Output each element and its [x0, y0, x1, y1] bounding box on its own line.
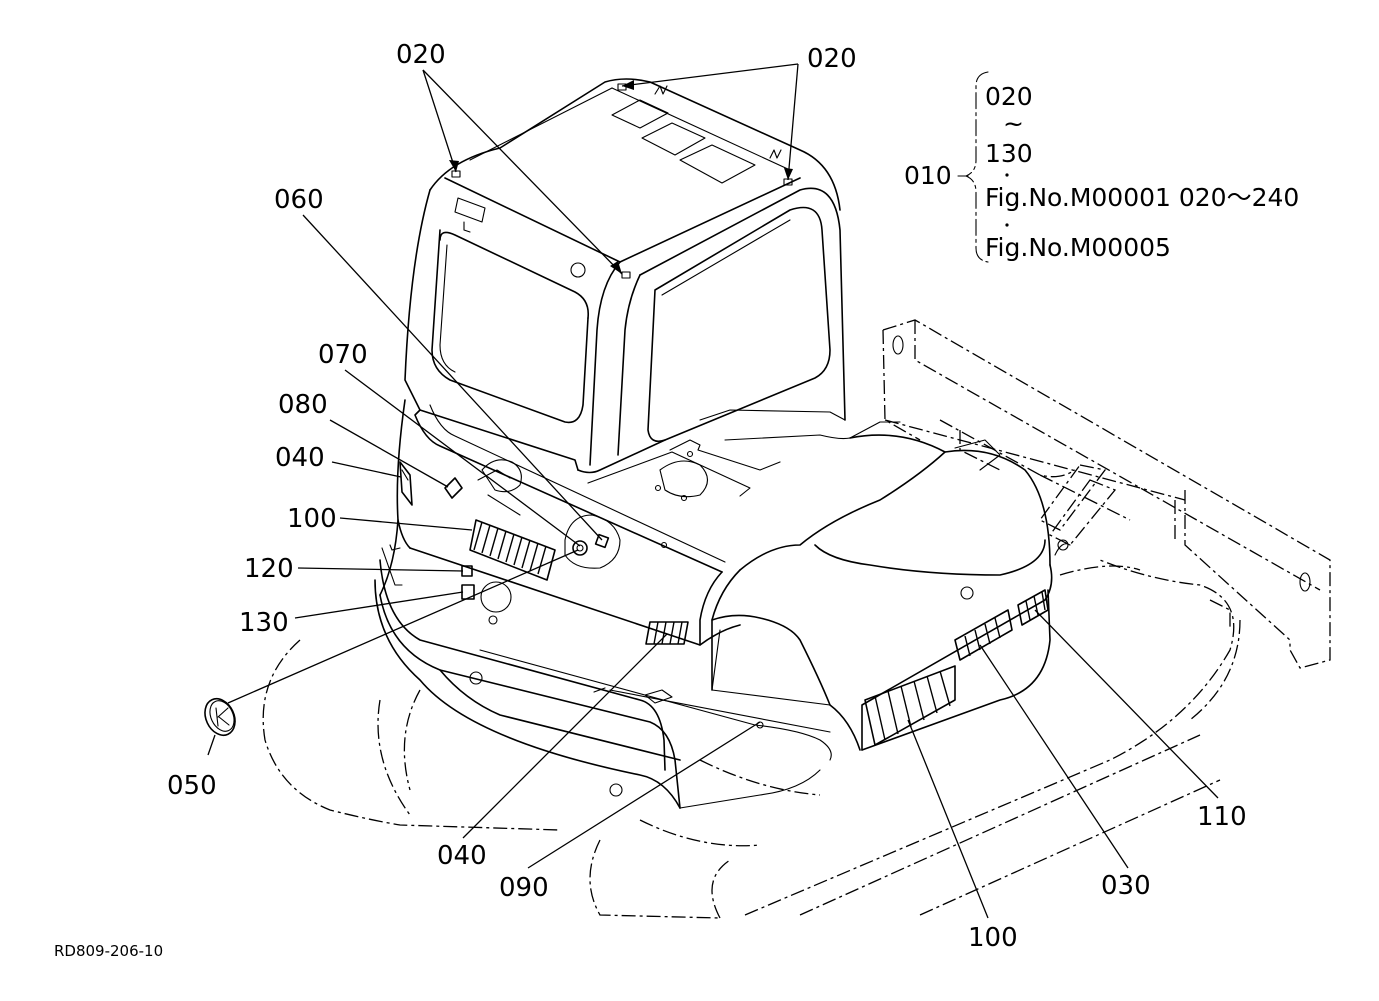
decal-040-front [645, 621, 689, 645]
callout-120: 120 [244, 554, 294, 584]
decal-100-front-left [469, 519, 556, 581]
callout-labels: 020 020 060 070 080 040 100 120 130 050 … [167, 40, 1247, 953]
callout-040-left: 040 [275, 443, 325, 473]
callout-020-left: 020 [396, 40, 446, 70]
callout-080: 080 [278, 390, 328, 420]
callout-100-left: 100 [287, 504, 337, 534]
callout-100-bottom: 100 [968, 923, 1018, 953]
emblem-050 [204, 697, 236, 737]
note-block: 010 020 ~ 130 Fig.No.M00001 020〜240 Fig.… [904, 71, 1299, 263]
callout-070: 070 [318, 340, 368, 370]
callout-090: 090 [499, 873, 549, 903]
callout-020-right: 020 [807, 44, 857, 74]
note-line-4: Fig.No.M00005 [985, 233, 1171, 262]
decal-060-070 [572, 533, 610, 556]
decal-110 [1017, 589, 1049, 626]
figure-reference: RD809-206-10 [54, 942, 163, 960]
note-tilde: ~ [1003, 109, 1024, 138]
decal-080 [444, 477, 463, 499]
decal-030 [954, 609, 1013, 661]
callout-060: 060 [274, 185, 324, 215]
callout-030: 030 [1101, 871, 1151, 901]
callout-050: 050 [167, 771, 217, 801]
decal-040-side [399, 461, 413, 506]
undercarriage-outline [262, 559, 1241, 919]
note-line-3: Fig.No.M00001 020〜240 [985, 183, 1299, 212]
note-line-2: 130 [985, 139, 1033, 168]
cab [404, 78, 846, 471]
decal-100-rear [864, 665, 956, 746]
dozer-blade [882, 319, 1331, 669]
leader-lines [207, 63, 1219, 919]
upper-structure [374, 399, 1071, 809]
callout-040-bottom: 040 [437, 841, 487, 871]
note-group-label: 010 [904, 161, 952, 190]
callout-130: 130 [239, 608, 289, 638]
callout-110: 110 [1197, 802, 1247, 832]
note-line-1: 020 [985, 82, 1033, 111]
